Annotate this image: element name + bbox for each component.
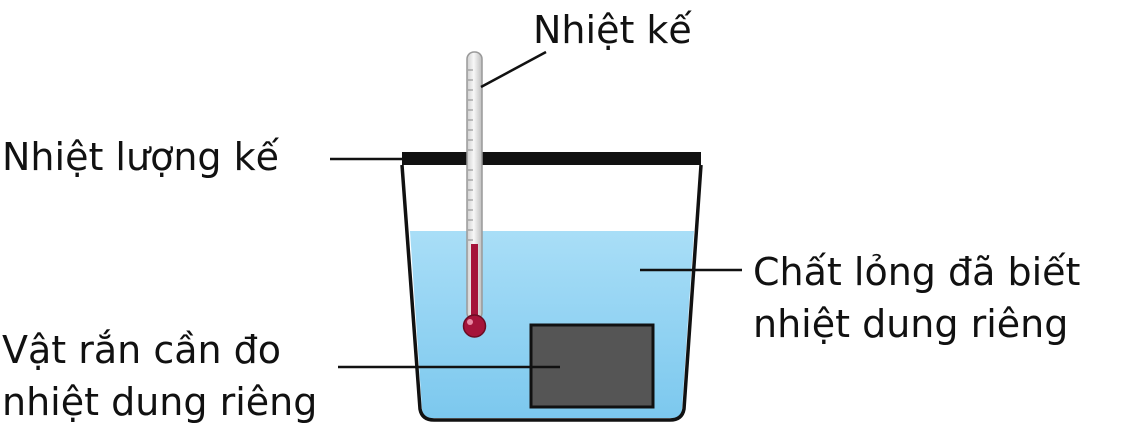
label-thermometer: Nhiệt kế bbox=[533, 8, 692, 52]
thermometer-bulb-highlight bbox=[467, 319, 473, 325]
label-solid-line2: nhiệt dung riêng bbox=[2, 380, 318, 424]
thermometer-scale bbox=[468, 69, 473, 241]
calorimeter-lid bbox=[402, 152, 701, 165]
thermometer-bulb bbox=[462, 314, 487, 338]
label-liquid-line2: nhiệt dung riêng bbox=[753, 302, 1069, 346]
thermometer-liquid bbox=[471, 244, 478, 324]
label-solid: Vật rắn cần đo nhiệt dung riêng bbox=[2, 324, 317, 428]
leader-thermometer bbox=[480, 50, 547, 89]
label-liquid: Chất lỏng đã biết nhiệt dung riêng bbox=[753, 246, 1080, 350]
container-outline bbox=[400, 164, 703, 422]
thermometer bbox=[462, 51, 487, 338]
label-liquid-line1: Chất lỏng đã biết bbox=[753, 250, 1081, 294]
label-solid-line1: Vật rắn cần đo bbox=[2, 328, 282, 372]
label-calorimeter: Nhiệt lượng kế bbox=[2, 135, 279, 179]
